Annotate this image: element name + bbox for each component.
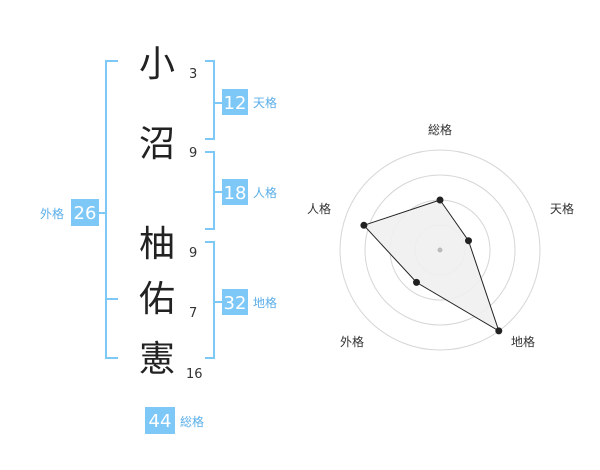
radar-axis-label-3: 地格	[511, 334, 535, 349]
radar-point-2	[465, 237, 472, 245]
name-char-2: 沼	[139, 124, 175, 165]
tenkaku-value: 12	[224, 93, 247, 114]
jinkaku-bracket	[205, 151, 215, 230]
jinkaku-label: 人格	[253, 185, 277, 200]
chikaku-badge: 32 地格	[222, 289, 277, 315]
soukaku-label: 総格	[180, 414, 204, 429]
soukaku-badge: 44 総格	[145, 407, 204, 434]
jinkaku-badge: 18 人格	[222, 179, 277, 205]
stroke-count-3: 9	[189, 246, 197, 261]
tenkaku-label: 天格	[253, 95, 277, 110]
chikaku-value: 32	[224, 293, 247, 314]
chikaku-bracket	[205, 241, 215, 359]
radar-points	[360, 196, 503, 335]
gaikaku-label: 外格	[40, 206, 64, 221]
stroke-count-1: 3	[189, 67, 197, 82]
name-char-5: 憲	[139, 339, 175, 380]
name-char-4: 佑	[139, 279, 175, 320]
name-char-3: 柚	[139, 224, 175, 265]
radar-center-dot	[437, 247, 443, 253]
soukaku-badge-box	[145, 407, 175, 434]
stroke-count-5: 16	[186, 367, 203, 382]
radar-axis-label-4: 外格	[340, 334, 364, 349]
radar-axis-label-5: 人格	[307, 201, 331, 216]
radar-ring-3	[364, 174, 516, 326]
chikaku-badge-box	[222, 289, 248, 315]
gaikaku-value: 26	[74, 203, 97, 224]
stroke-count-2: 9	[189, 146, 197, 161]
tenkaku-badge-box	[222, 89, 248, 115]
name-characters: 小 3 沼 9 柚 9 佑 7 憲 16	[139, 44, 203, 382]
radar-axis-label-2: 天格	[550, 201, 574, 216]
radar-axis-label-1: 総格	[428, 122, 452, 137]
radar-point-1	[436, 196, 444, 204]
stroke-count-4: 7	[189, 306, 197, 321]
radar-point-4	[413, 278, 420, 286]
tenkaku-bracket	[205, 60, 215, 140]
gaikaku-bracket	[105, 60, 118, 359]
radar-point-5	[360, 221, 368, 229]
radar-chart: 総格 天格 地格 外格 人格	[307, 122, 574, 351]
radar-polygon	[363, 199, 500, 333]
gaikaku-badge: 外格 26	[40, 199, 99, 226]
tenkaku-badge: 12 天格	[222, 89, 277, 115]
chikaku-label: 地格	[253, 295, 277, 310]
name-char-1: 小	[139, 44, 175, 85]
radar-ring-4	[339, 149, 541, 351]
jinkaku-badge-box	[222, 179, 248, 205]
jinkaku-value: 18	[224, 183, 247, 204]
gaikaku-badge-box	[71, 199, 99, 226]
soukaku-value: 44	[149, 411, 172, 432]
radar-point-3	[495, 327, 503, 335]
